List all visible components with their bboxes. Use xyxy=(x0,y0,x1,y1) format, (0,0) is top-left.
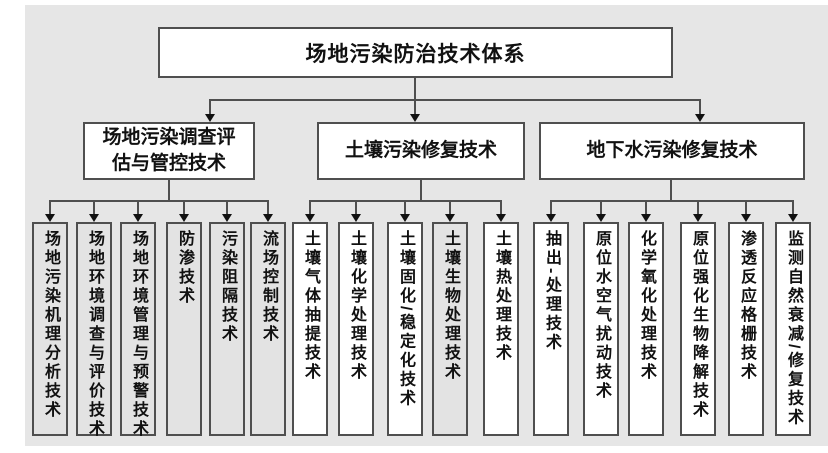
connector-drop xyxy=(550,200,552,215)
leaf-node: 原位水空气扰动技术 xyxy=(583,222,619,436)
leaf-node-label: 场地环境调查与评价技术 xyxy=(86,230,103,439)
leaf-node-label: 场地污染机理分析技术 xyxy=(42,230,59,420)
leaf-node: 抽出-处理技术 xyxy=(533,222,569,436)
leaf-node: 渗透反应格栅技术 xyxy=(728,222,764,436)
leaf-node-label: 化学氧化处理技术 xyxy=(638,230,655,382)
arrowhead-down-icon xyxy=(133,214,143,222)
connector-drop xyxy=(697,200,699,215)
arrowhead-down-icon xyxy=(305,214,315,222)
arrowhead-down-icon xyxy=(741,214,751,222)
connector-branch3-stub xyxy=(670,180,672,201)
arrowhead-down-icon xyxy=(45,214,55,222)
arrowhead-down-icon xyxy=(641,214,651,222)
arrowhead-down-icon xyxy=(400,214,410,222)
leaf-node: 土壤热处理技术 xyxy=(483,222,519,436)
leaf-node-label: 原位强化生物降解技术 xyxy=(690,230,707,420)
leaf-node-label: 土壤化学处理技术 xyxy=(348,230,365,382)
connector-drop xyxy=(309,200,311,215)
connector-drop xyxy=(49,200,51,215)
leaf-node-label: 场地环境管理与预警技术 xyxy=(130,230,147,439)
connector-branch3-hline xyxy=(550,200,794,202)
leaf-node-label: 污染阻隔技术 xyxy=(219,230,236,344)
arrowhead-down-icon xyxy=(596,214,606,222)
connector-drop-branch3 xyxy=(699,99,701,115)
branch-node-label: 地下水污染修复技术 xyxy=(586,139,758,161)
connector-branch2-stub xyxy=(420,180,422,201)
leaf-node-label: 防渗技术 xyxy=(176,230,193,306)
connector-drop xyxy=(93,200,95,215)
leaf-node: 土壤生物处理技术 xyxy=(432,222,468,436)
arrowhead-down-icon xyxy=(693,214,703,222)
leaf-node: 场地污染机理分析技术 xyxy=(32,222,68,436)
connector-drop xyxy=(267,200,269,215)
root-node-label: 场地污染防治技术体系 xyxy=(305,42,526,66)
connector-drop xyxy=(355,200,357,215)
branch-node-investigation-control: 场地污染调查评估与管控技术 xyxy=(83,122,255,180)
arrowhead-down-icon xyxy=(496,214,506,222)
connector-drop xyxy=(226,200,228,215)
connector-drop xyxy=(745,200,747,215)
leaf-node-label: 土壤生物处理技术 xyxy=(442,230,459,382)
leaf-node: 土壤气体抽提技术 xyxy=(292,222,328,436)
connector-drop xyxy=(645,200,647,215)
leaf-node: 土壤固化/稳定化技术 xyxy=(387,222,423,436)
leaf-node-label: 抽出-处理技术 xyxy=(543,230,560,353)
leaf-node: 污染阻隔技术 xyxy=(209,222,245,436)
leaf-node-label: 原位水空气扰动技术 xyxy=(593,230,610,401)
connector-drop-branch1 xyxy=(209,99,211,115)
branch-node-label: 场地污染调查评估与管控技术 xyxy=(102,126,236,174)
leaf-node: 监测自然衰减/修复技术 xyxy=(775,222,811,436)
arrowhead-down-icon xyxy=(445,214,455,222)
connector-drop xyxy=(183,200,185,215)
connector-drop xyxy=(600,200,602,215)
leaf-node: 土壤化学处理技术 xyxy=(338,222,374,436)
connector-branch1-hline xyxy=(49,200,269,202)
leaf-node: 场地环境调查与评价技术 xyxy=(76,222,112,439)
leaf-node-label: 流场控制技术 xyxy=(260,230,277,344)
connector-drop xyxy=(404,200,406,215)
leaf-node: 场地环境管理与预警技术 xyxy=(120,222,156,439)
arrowhead-down-icon xyxy=(205,114,215,122)
leaf-node: 原位强化生物降解技术 xyxy=(680,222,716,436)
arrowhead-down-icon xyxy=(788,214,798,222)
connector-branch1-stub xyxy=(168,180,170,201)
connector-root-hline xyxy=(209,99,701,101)
branch-node-soil-remediation: 土壤污染修复技术 xyxy=(317,122,525,180)
leaf-node-label: 渗透反应格栅技术 xyxy=(738,230,755,382)
connector-drop xyxy=(500,200,502,215)
leaf-node-label: 土壤气体抽提技术 xyxy=(302,230,319,382)
leaf-node: 化学氧化处理技术 xyxy=(628,222,664,436)
arrowhead-down-icon xyxy=(89,214,99,222)
leaf-node-label: 监测自然衰减/修复技术 xyxy=(785,230,802,428)
leaf-node-label: 土壤热处理技术 xyxy=(493,230,510,363)
arrowhead-down-icon xyxy=(695,114,705,122)
branch-node-groundwater-remediation: 地下水污染修复技术 xyxy=(539,122,805,180)
arrowhead-down-icon xyxy=(410,114,420,122)
branch-node-label: 土壤污染修复技术 xyxy=(344,139,497,161)
arrowhead-down-icon xyxy=(263,214,273,222)
connector-root-stub xyxy=(414,78,416,115)
connector-drop xyxy=(792,200,794,215)
leaf-node-label: 土壤固化/稳定化技术 xyxy=(397,230,414,409)
arrowhead-down-icon xyxy=(351,214,361,222)
arrowhead-down-icon xyxy=(222,214,232,222)
leaf-node: 防渗技术 xyxy=(166,222,202,436)
root-node: 场地污染防治技术体系 xyxy=(158,27,673,78)
connector-drop xyxy=(137,200,139,215)
arrowhead-down-icon xyxy=(179,214,189,222)
connector-drop xyxy=(449,200,451,215)
leaf-node: 流场控制技术 xyxy=(250,222,286,436)
arrowhead-down-icon xyxy=(546,214,556,222)
